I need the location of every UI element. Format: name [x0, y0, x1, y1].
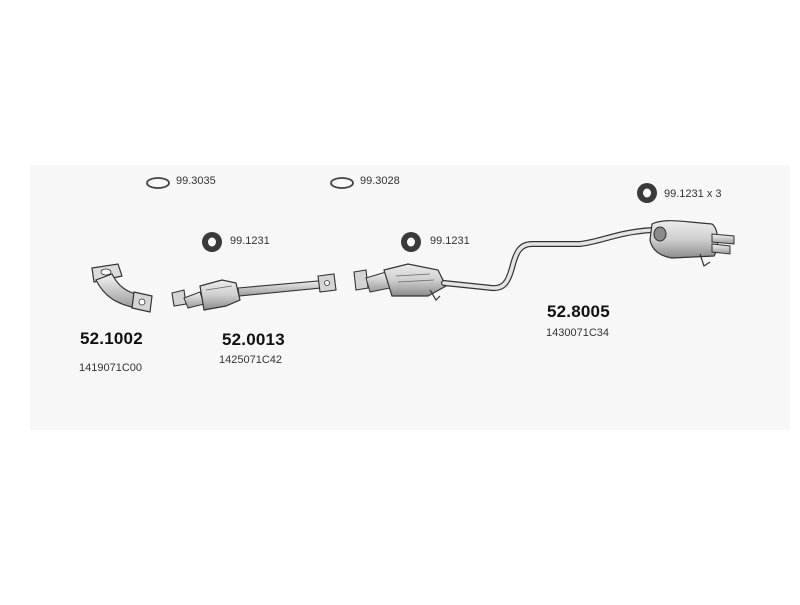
rubber-hanger-a-icon [202, 232, 222, 252]
ring-gasket-a-label: 99.3035 [176, 175, 216, 187]
ring-gasket-b-label: 99.3028 [360, 175, 400, 187]
rubber-hanger-b-label: 99.1231 [430, 235, 470, 247]
front-pipe-number: 52.1002 [80, 329, 143, 348]
rear-system-code: 1430071C34 [546, 327, 610, 339]
front-pipe-part [91, 263, 153, 313]
front-pipe-code: 1419071C00 [79, 362, 143, 374]
catalyst-number: 52.0013 [222, 330, 285, 349]
catalyst-code: 1425071C42 [219, 354, 283, 366]
rear-system-part [353, 220, 735, 301]
catalyst-part [171, 273, 337, 311]
rubber-hanger-a-label: 99.1231 [230, 235, 270, 247]
rubber-hanger-c-label: 99.1231 x 3 [664, 188, 722, 200]
rubber-hanger-c-icon [637, 183, 657, 203]
ring-gasket-b-icon [330, 177, 354, 189]
rear-system-number: 52.8005 [547, 302, 610, 321]
background-band [30, 165, 790, 430]
ring-gasket-a-icon [146, 177, 170, 189]
rubber-hanger-b-icon [401, 232, 421, 252]
